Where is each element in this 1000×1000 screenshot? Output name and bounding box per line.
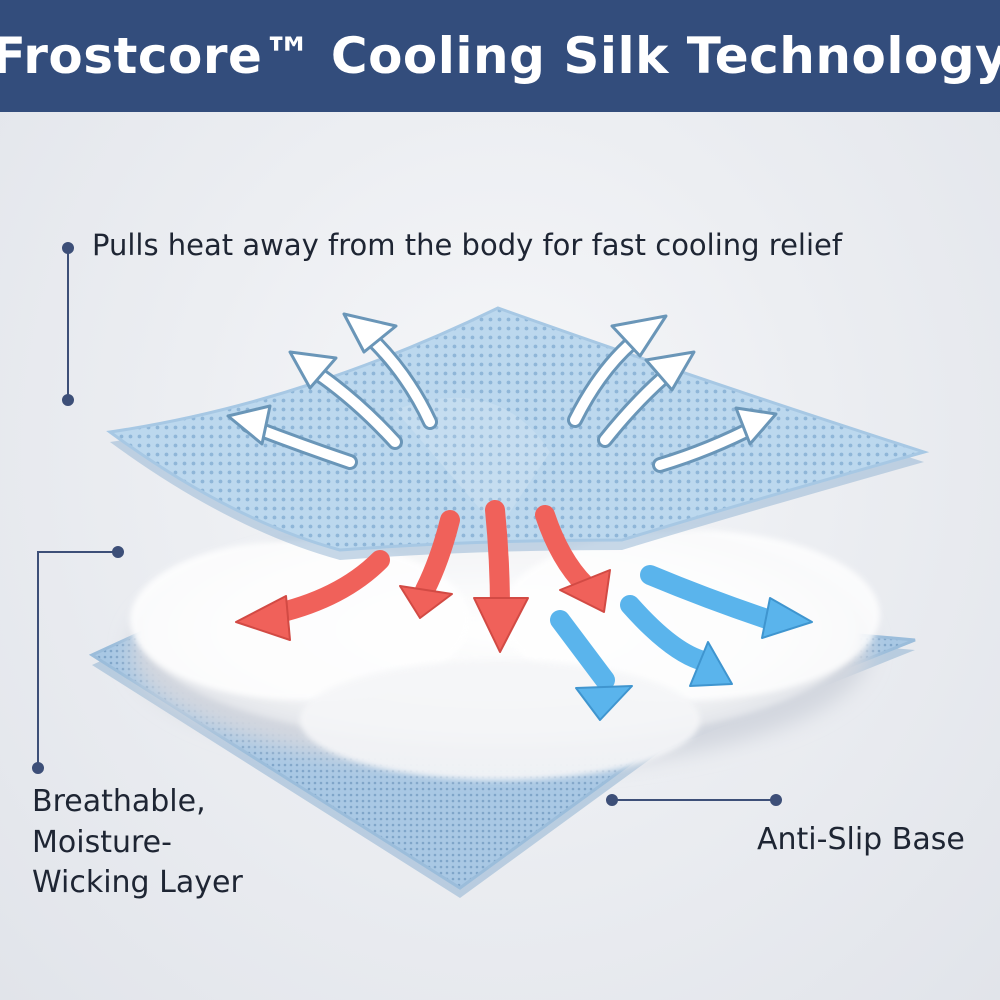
callout-cooling-relief: Pulls heat away from the body for fast c… xyxy=(92,228,843,262)
callout-lines xyxy=(32,242,782,806)
callout-breathable-layer: Breathable, Moisture- Wicking Layer xyxy=(32,782,292,904)
heat-down-arrows xyxy=(235,500,611,653)
callout-anti-slip-base: Anti-Slip Base xyxy=(757,822,965,857)
header-banner: Frostcore™ Cooling Silk Technology xyxy=(0,0,1000,112)
cooling-silk-top-layer xyxy=(106,306,930,560)
page-title: Frostcore™ Cooling Silk Technology xyxy=(0,27,1000,85)
cool-air-up-arrows xyxy=(226,312,778,473)
callout-breathable-line-1: Breathable, xyxy=(32,784,206,819)
callout-breathable-line-3: Wicking Layer xyxy=(32,865,243,900)
callout-breathable-line-2: Moisture- xyxy=(32,824,172,860)
cool-flow-arrows xyxy=(550,565,813,721)
